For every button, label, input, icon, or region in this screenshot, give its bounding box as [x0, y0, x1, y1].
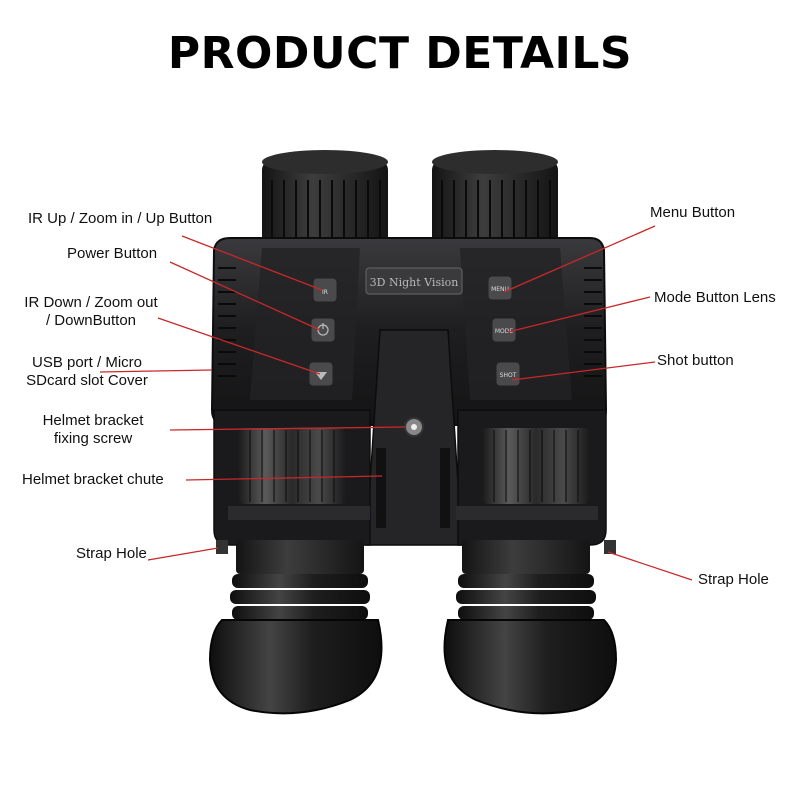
brand-plate — [365, 267, 463, 295]
helmet-chute-left — [376, 448, 386, 528]
shot-button[interactable]: SHOT — [495, 361, 521, 387]
strap-hole-left — [216, 540, 228, 554]
leader-usb — [99, 369, 213, 373]
strap-hole-right — [604, 540, 616, 554]
focus-wheel-right[interactable] — [482, 428, 590, 504]
callout-menu: Menu Button — [650, 204, 736, 221]
menu-button-label: MENU — [491, 286, 509, 293]
callout-power: Power Button — [67, 245, 158, 262]
leader-mode — [507, 296, 651, 333]
focus-wheel-left[interactable] — [238, 428, 346, 504]
leader-ir-up — [181, 235, 323, 291]
power-button[interactable] — [310, 317, 336, 343]
callout-helmet-chute: Helmet bracket chute — [22, 471, 164, 488]
leader-strap-right — [607, 551, 693, 581]
callout-strap-left: Strap Hole — [76, 545, 147, 562]
leader-helmet-screw — [169, 426, 406, 431]
leader-lines — [99, 225, 693, 581]
objective-lens-right — [432, 150, 558, 246]
leader-helmet-chute — [185, 475, 383, 481]
callout-usb: USB port / Micro SDcard slot Cover — [26, 354, 148, 389]
leader-menu — [503, 225, 656, 293]
leader-strap-left — [147, 547, 219, 561]
eyecup-left — [208, 619, 383, 715]
callout-helmet-screw: Helmet bracket fixing screw — [42, 412, 144, 447]
callout-ir-down: IR Down / Zoom out / DownButton — [24, 294, 158, 329]
mode-button-label: MODE — [495, 328, 514, 335]
menu-button[interactable]: MENU — [487, 275, 513, 301]
side-grip-left — [218, 267, 236, 377]
page-title: PRODUCT DETAILS — [167, 28, 633, 79]
side-grip-right — [584, 267, 602, 377]
eyepiece-left — [208, 540, 383, 715]
ir-up-button[interactable]: IR — [312, 277, 338, 303]
arrow-down-icon — [315, 372, 327, 380]
leader-ir-down — [157, 317, 321, 375]
callout-strap-right: Strap Hole — [698, 571, 769, 588]
eyecup-right — [443, 619, 618, 715]
callout-shot: Shot button — [657, 352, 734, 369]
shot-button-label: SHOT — [500, 372, 517, 379]
helmet-chute-right — [440, 448, 450, 528]
mode-button[interactable]: MODE — [491, 317, 517, 343]
callout-mode: Mode Button Lens — [654, 289, 776, 306]
leader-power — [169, 261, 321, 331]
objective-lens-left — [262, 150, 388, 246]
leader-shot — [511, 361, 656, 381]
eyepiece-right — [443, 540, 618, 715]
ir-down-button[interactable] — [308, 361, 334, 387]
brand-label: 3D Night Vision — [370, 276, 459, 289]
ir-up-button-label: IR — [322, 289, 328, 296]
callout-ir-up: IR Up / Zoom in / Up Button — [28, 210, 213, 227]
